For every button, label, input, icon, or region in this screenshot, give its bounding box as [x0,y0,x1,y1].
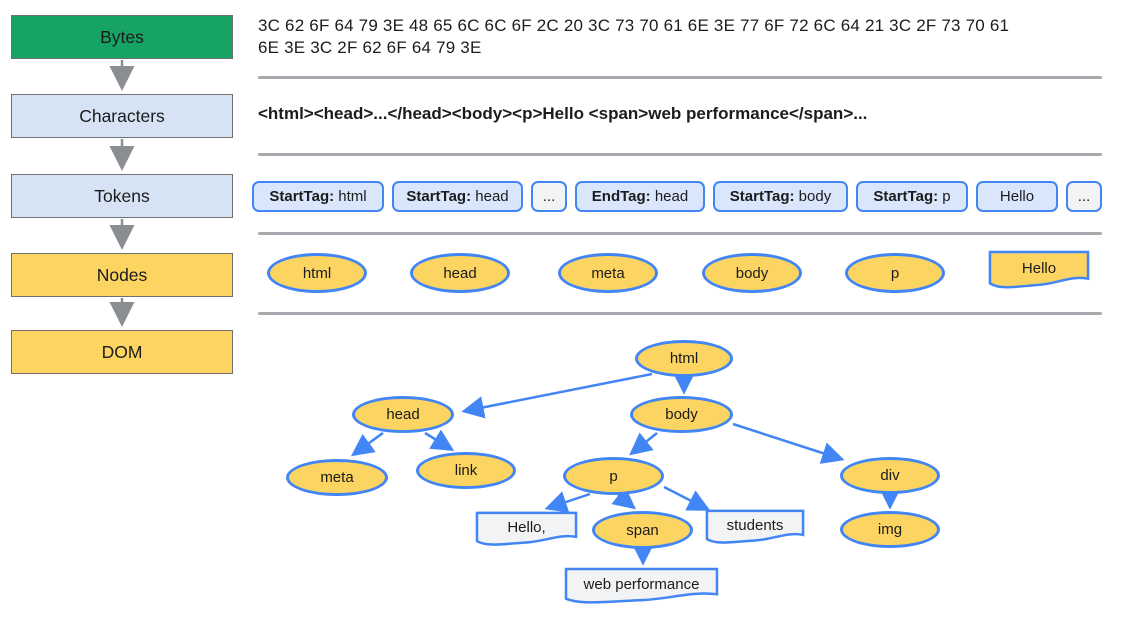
tokens-row: StartTag: html StartTag: head ... EndTag… [252,181,1102,212]
tree-textnode-hello: Hello, [475,511,578,548]
node-ellipse-head: head [410,253,510,293]
token-starttag-html: StartTag: html [252,181,384,212]
token-value: p [938,188,951,205]
token-value: ... [542,188,556,205]
tree-node-html: html [635,340,733,377]
token-value: head [471,188,509,205]
tree-node-label: p [609,467,618,485]
edge-body-p [629,432,658,456]
tree-node-label: Hello, [507,518,546,536]
stage-label: Nodes [96,264,148,285]
node-label: body [735,264,769,282]
tree-node-meta: meta [286,459,388,496]
token-type: StartTag: [729,188,795,205]
token-starttag-p: StartTag: p [856,181,968,212]
tree-node-label: body [665,406,698,423]
edge-head-meta [350,431,384,457]
pipeline-stage-dom: DOM [11,330,233,374]
token-type: EndTag: [591,188,651,205]
edge-head-link [424,429,455,451]
node-ellipse-p: p [845,253,945,293]
tree-node-label: div [880,467,900,484]
token-hello: Hello [976,181,1058,212]
tree-node-label: web performance [583,575,700,593]
node-ellipse-meta: meta [558,253,658,293]
tree-node-div: div [840,457,940,494]
bytes-hex-line-2: 6E 3E 3C 2F 62 6F 64 79 3E [258,38,482,57]
edge-html-head [461,372,653,419]
bytes-hex-line-1: 3C 62 6F 64 79 3E 48 65 6C 6C 6F 2C 20 3… [258,16,1010,35]
token-type: StartTag: [269,188,335,205]
tree-node-img: img [840,511,940,548]
tree-node-link: link [416,452,516,489]
edge-p-students [663,485,711,511]
tree-node-label: span [626,521,659,539]
tree-node-label: html [669,350,699,367]
node-ellipse-body: body [702,253,802,293]
token-starttag-head: StartTag: head [392,181,523,212]
token-value: html [334,188,367,205]
token-ellipsis: ... [531,181,567,212]
tree-node-body: body [630,396,733,433]
node-label: p [890,264,900,282]
tree-node-label: students [726,516,784,534]
tree-textnode-students: students [705,509,805,546]
node-label: meta [591,264,625,282]
token-value: body [794,188,832,205]
characters-text: <html><head>...</head><body><p>Hello <sp… [258,104,868,123]
node-label: head [443,264,477,282]
pipeline-stage-bytes: Bytes [11,15,233,59]
node-textnode-hello: Hello [988,250,1090,291]
tree-node-label: meta [320,469,354,486]
node-label: html [302,264,332,282]
tree-node-label: link [454,462,478,479]
tree-node-label: img [877,521,903,538]
tree-node-p: p [563,457,664,495]
node-ellipse-html: html [267,253,367,293]
stage-label: DOM [101,341,143,362]
stage-label: Tokens [94,185,150,206]
separator [258,312,1102,315]
edge-body-div [732,422,845,464]
tree-node-head: head [352,396,454,433]
edge-p-hello [544,491,591,513]
separator [258,76,1102,79]
token-type: StartTag: [873,188,939,205]
tree-node-span: span [592,511,693,549]
token-type: StartTag: [406,188,472,205]
pipeline-stage-nodes: Nodes [11,253,233,297]
tree-node-label: head [386,406,420,423]
token-starttag-body: StartTag: body [713,181,848,212]
separator [258,153,1102,156]
edge-p-span [611,486,636,510]
token-ellipsis: ... [1066,181,1102,212]
stage-label: Bytes [100,26,144,47]
token-value: ... [1077,188,1091,205]
pipeline-stage-characters: Characters [11,94,233,138]
separator [258,232,1102,235]
node-label: Hello [1021,259,1057,277]
token-endtag-head: EndTag: head [575,181,705,212]
tree-textnode-web-performance: web performance [563,567,720,606]
token-value: Hello [999,188,1035,205]
stage-label: Characters [79,105,165,126]
token-value: head [650,188,689,205]
pipeline-stage-tokens: Tokens [11,174,233,218]
